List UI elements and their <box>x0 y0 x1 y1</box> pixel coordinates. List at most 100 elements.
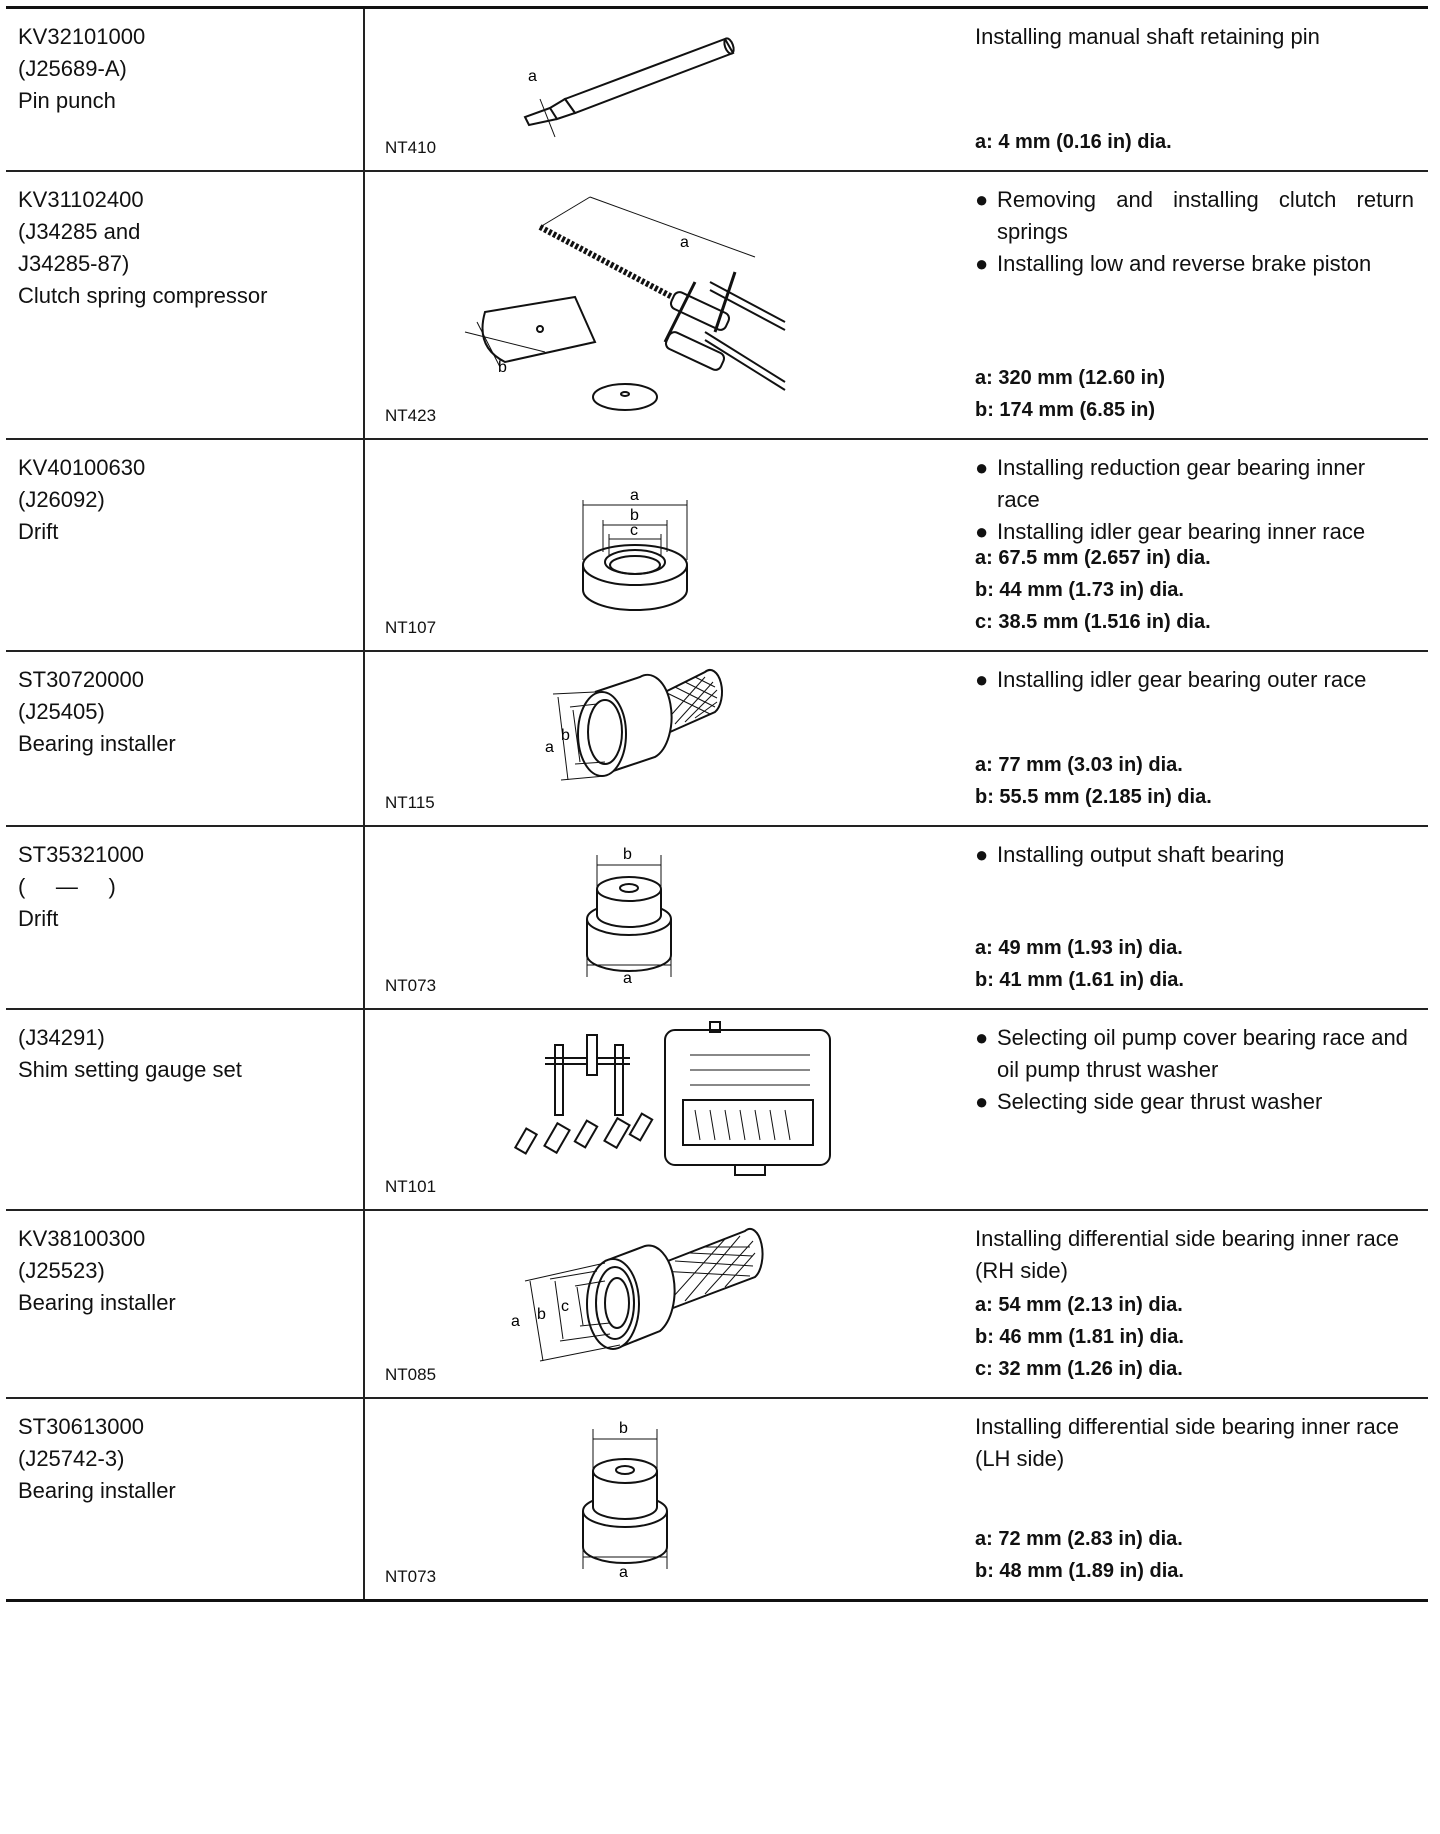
spec-value: c: 32 mm (1.26 in) dia. <box>975 1358 1183 1380</box>
figure-code: NT073 <box>385 976 437 995</box>
description-text: Installing manual shaft retaining pin <box>975 24 1320 49</box>
spec-list: a: 4 mm (0.16 in) dia. <box>975 126 1172 158</box>
description-cell: ● Installing reduction gear bearing inne… <box>965 439 1428 652</box>
dim-label-c: c <box>630 522 638 539</box>
figure-cell: a b NT115 <box>363 651 965 827</box>
tool-alt-number: ( — ) <box>18 874 116 899</box>
description-item: ● Installing idler gear bearing inner ra… <box>975 516 1414 548</box>
description-text: Selecting oil pump cover bearing race an… <box>997 1025 1408 1082</box>
bullet-icon: ● <box>975 251 989 276</box>
spec-value: a: 320 mm (12.60 in) <box>975 367 1166 389</box>
figure-code: NT423 <box>385 406 437 425</box>
spec-list: a: 49 mm (1.93 in) dia. b: 41 mm (1.61 i… <box>975 932 1184 996</box>
description-text: Installing output shaft bearing <box>997 842 1285 867</box>
spec-list: a: 72 mm (2.83 in) dia. b: 48 mm (1.89 i… <box>975 1523 1184 1587</box>
figure-cell: a NT410 <box>363 6 965 172</box>
tool-name: Shim setting gauge set <box>18 1057 242 1082</box>
figure-code: NT107 <box>385 618 437 637</box>
dim-label-b: b <box>561 727 570 744</box>
bullet-icon: ● <box>975 187 989 212</box>
tool-number-cell: KV40100630 (J26092) Drift <box>6 439 364 652</box>
drift-illustration: a b c <box>582 487 688 611</box>
description-item: ● Installing reduction gear bearing inne… <box>975 452 1414 516</box>
dim-label-c: c <box>561 1298 569 1315</box>
tool-name: Clutch spring compressor <box>18 283 268 308</box>
spec-value: b: 41 mm (1.61 in) dia. <box>975 969 1184 991</box>
bearing-installer-illustration: a b <box>545 669 723 781</box>
description-item: ● Installing idler gear bearing outer ra… <box>975 664 1414 696</box>
description-text: Installing low and reverse brake piston <box>997 251 1372 276</box>
description-cell: Installing differential side bearing inn… <box>965 1210 1428 1399</box>
spec-value: a: 77 mm (3.03 in) dia. <box>975 754 1183 776</box>
description-text: Installing differential side bearing inn… <box>975 1226 1399 1283</box>
spec-value: b: 44 mm (1.73 in) dia. <box>975 579 1184 601</box>
dim-label-b: b <box>619 1420 628 1437</box>
figure-code: NT410 <box>385 138 437 157</box>
description-item: ● Removing and installing clutch return … <box>975 184 1414 248</box>
table-row: KV40100630 (J26092) Drift <box>6 439 1428 652</box>
tool-alt-number: (J25689-A) <box>18 56 127 81</box>
bullet-icon: ● <box>975 842 989 867</box>
tool-number: ST30613000 <box>18 1414 144 1439</box>
spec-list: a: 77 mm (3.03 in) dia. b: 55.5 mm (2.18… <box>975 749 1212 813</box>
dim-label-b: b <box>498 359 507 376</box>
description-cell: Installing differential side bearing inn… <box>965 1398 1428 1602</box>
tool-number: KV38100300 <box>18 1226 146 1251</box>
figure-cell: a b NT423 <box>363 171 965 440</box>
table-row: KV31102400 (J34285 and J34285-87) Clutch… <box>6 171 1428 440</box>
spec-value: b: 48 mm (1.89 in) dia. <box>975 1560 1184 1582</box>
tool-number: KV32101000 <box>18 24 146 49</box>
table-row: KV38100300 (J25523) Bearing installer <box>6 1210 1428 1399</box>
spec-value: b: 46 mm (1.81 in) dia. <box>975 1326 1184 1348</box>
tool-name: Bearing installer <box>18 1290 176 1315</box>
table-row: KV32101000 (J25689-A) Pin punch a <box>6 6 1428 172</box>
description-cell: ● Removing and installing clutch return … <box>965 171 1428 440</box>
figure-cell: b a NT073 <box>363 1398 965 1602</box>
spec-list: a: 54 mm (2.13 in) dia. b: 46 mm (1.81 i… <box>975 1289 1184 1385</box>
spec-value: a: 72 mm (2.83 in) dia. <box>975 1528 1183 1550</box>
table-row: (J34291) Shim setting gauge set <box>6 1009 1428 1211</box>
tool-number-cell: ST30720000 (J25405) Bearing installer <box>6 651 364 827</box>
bullet-icon: ● <box>975 667 989 692</box>
table-row: ST30613000 (J25742-3) Bearing installer <box>6 1398 1428 1602</box>
tool-name: Drift <box>18 519 59 544</box>
bullet-icon: ● <box>975 519 989 544</box>
drift-illustration: b a <box>586 846 672 987</box>
tool-number: ST35321000 <box>18 842 144 867</box>
description-item: ● Selecting oil pump cover bearing race … <box>975 1022 1414 1086</box>
figure-code: NT073 <box>385 1567 437 1586</box>
spec-list: a: 320 mm (12.60 in) b: 174 mm (6.85 in) <box>975 362 1165 426</box>
tool-alt-number: (J34285 and <box>18 219 141 244</box>
description-cell: ● Installing output shaft bearing a: 49 … <box>965 826 1428 1010</box>
tool-number-cell: KV31102400 (J34285 and J34285-87) Clutch… <box>6 171 364 440</box>
tool-number-cell: (J34291) Shim setting gauge set <box>6 1009 364 1211</box>
figure-cell: b a NT073 <box>363 826 965 1010</box>
dim-label-b: b <box>630 507 639 524</box>
figure-cell: a b c NT085 <box>363 1210 965 1399</box>
tool-alt-number: (J34291) <box>18 1025 105 1050</box>
bullet-icon: ● <box>975 1025 989 1050</box>
bearing-installer-illustration: b a <box>582 1420 668 1581</box>
tool-alt-number: (J25742-3) <box>18 1446 125 1471</box>
tool-number-cell: KV32101000 (J25689-A) Pin punch <box>6 6 364 172</box>
special-tools-table: KV32101000 (J25689-A) Pin punch a <box>6 6 1428 1602</box>
description-item: ● Installing low and reverse brake pisto… <box>975 248 1414 280</box>
dim-label-b: b <box>537 1306 546 1323</box>
description-text: Installing idler gear bearing outer race <box>997 667 1367 692</box>
tool-number-cell: ST30613000 (J25742-3) Bearing installer <box>6 1398 364 1602</box>
spec-value: b: 55.5 mm (2.185 in) dia. <box>975 786 1212 808</box>
tool-name: Bearing installer <box>18 1478 176 1503</box>
pin-punch-illustration: a <box>523 37 735 138</box>
bearing-installer-illustration: a b c <box>511 1227 764 1362</box>
description-item: Installing differential side bearing inn… <box>975 1223 1414 1287</box>
description-item: ● Selecting side gear thrust washer <box>975 1086 1414 1118</box>
shim-gauge-set-illustration <box>513 1021 831 1176</box>
table-row: ST35321000 ( — ) Drift <box>6 826 1428 1010</box>
dim-label-a: a <box>545 739 554 756</box>
clutch-spring-compressor-illustration: a b <box>464 196 786 411</box>
tool-number: ST30720000 <box>18 667 144 692</box>
tool-alt-number: J34285-87) <box>18 251 130 276</box>
figure-cell: NT101 <box>363 1009 965 1211</box>
description-cell: ● Selecting oil pump cover bearing race … <box>965 1009 1428 1211</box>
